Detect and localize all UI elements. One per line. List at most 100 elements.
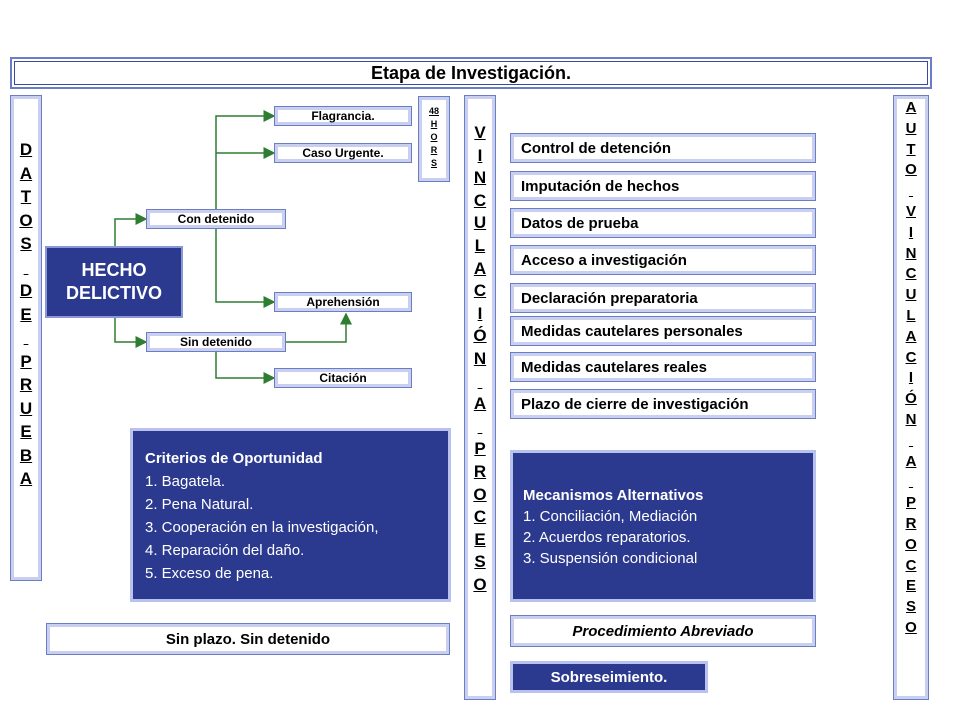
datos-de-prueba-letter: D (19, 281, 33, 300)
sin-detenido-box: Sin detenido (146, 332, 286, 352)
vinculacion-item-label: Acceso a investigación (521, 251, 687, 269)
datos-de-prueba-letter: A (19, 163, 33, 183)
vinculacion-item-label: Medidas cautelares reales (521, 358, 707, 376)
auto-vinculacion-letter: N (905, 410, 917, 428)
auto-vinculacion-letter: Ó (905, 390, 917, 408)
citacion-label: Citación (319, 371, 367, 385)
vinculacion-item: Datos de prueba (510, 208, 816, 238)
connector-citacion (215, 352, 276, 384)
horas-letter: H (430, 119, 438, 129)
list-item: 3. Cooperación en la investigación, (145, 519, 379, 536)
vinculacion-letter: A (473, 394, 487, 414)
auto-vinculacion-letter: C (905, 556, 917, 574)
hecho-delictivo-box: HECHO DELICTIVO (45, 246, 183, 318)
auto-vinculacion-letter: P (905, 494, 916, 512)
hecho-line-2: DELICTIVO (65, 283, 162, 303)
horas-letter: R (430, 145, 438, 155)
horas-letter: O (430, 132, 438, 142)
vinculacion-item: Control de detención (510, 133, 816, 163)
auto-vinculacion-letter (894, 431, 928, 452)
sobreseimiento-label: Sobreseimiento. (550, 668, 668, 686)
vinculacion-item: Medidas cautelares personales (510, 316, 816, 346)
datos-de-prueba-letter: B (19, 445, 33, 465)
auto-vinculacion-letter: S (905, 598, 916, 616)
citacion-box: Citación (274, 368, 412, 388)
auto-vinculacion-letter (894, 181, 928, 202)
list-item: 3. Suspensión condicional (523, 550, 698, 567)
horas-letter: S (430, 158, 437, 168)
vinculacion-letter: S (474, 552, 486, 572)
datos-de-prueba-letter: D (19, 140, 33, 159)
flagrancia-label: Flagrancia. (311, 109, 375, 123)
vinculacion-letter: I (477, 303, 483, 323)
sobreseimiento-box: Sobreseimiento. (510, 661, 708, 693)
auto-vinculacion-letter: I (908, 369, 914, 387)
auto-vinculacion-letter: U (905, 286, 917, 304)
vinculacion-item: Plazo de cierre de investigación (510, 389, 816, 419)
vinculacion-letter: V (474, 123, 486, 142)
sin-plazo-label: Sin plazo. Sin detenido (165, 630, 331, 648)
auto-vinculacion-letter: I (908, 223, 914, 241)
mecanismos-alternativos-box: Mecanismos Alternativos 1. Conciliación,… (510, 450, 816, 602)
list-item: 1. Bagatela. (145, 473, 226, 490)
vinculacion-item-label: Datos de prueba (521, 214, 639, 232)
auto-vinculacion-letter: A (905, 327, 917, 345)
connector-hecho-sin (114, 318, 148, 348)
connector-hecho-con (114, 213, 148, 246)
caso-urgente-box: Caso Urgente. (274, 143, 412, 163)
page-title: Etapa de Investigación. (10, 57, 932, 89)
list-item: 5. Exceso de pena. (145, 565, 274, 582)
aprehension-box: Aprehensión (274, 292, 412, 312)
vinculacion-item-label: Control de detención (521, 139, 671, 157)
horas-letter: 48 (428, 106, 439, 116)
vinculacion-item: Declaración preparatoria (510, 283, 816, 313)
vinculacion-letter: E (474, 529, 486, 549)
vinculacion-letter (465, 416, 495, 439)
vinculacion-item-label: Medidas cautelares personales (521, 322, 743, 340)
vinculacion-item-label: Imputación de hechos (521, 177, 680, 195)
auto-vinculacion-letter: R (905, 514, 917, 532)
vinculacion-letter: N (473, 168, 487, 188)
auto-vinculacion-letter: E (905, 577, 916, 595)
vinculacion-letter: N (473, 348, 487, 368)
vinculacion-letter: C (473, 281, 487, 301)
datos-de-prueba-letter: U (19, 398, 33, 418)
vinculacion-item-label: Plazo de cierre de investigación (521, 395, 749, 413)
con-detenido-box: Con detenido (146, 209, 286, 229)
sin-plazo-box: Sin plazo. Sin detenido (46, 623, 450, 655)
auto-vinculacion-letter: V (905, 202, 916, 220)
datos-de-prueba-letter: P (20, 351, 32, 371)
auto-vinculacion-letter: A (905, 99, 917, 116)
vinculacion-letter (465, 371, 495, 394)
page-title-text: Etapa de Investigación. (370, 62, 572, 83)
hecho-line-1: HECHO (81, 259, 147, 280)
connector-aprehension (215, 229, 276, 308)
criterios-list: 1. Bagatela.2. Pena Natural.3. Cooperaci… (145, 470, 436, 585)
auto-vinculacion-letter: U (905, 119, 917, 137)
auto-vinculacion-letter: O (905, 161, 917, 179)
vinculacion-letter: L (474, 235, 486, 255)
vinculacion-letter: R (473, 461, 487, 481)
connector-flagrancia (215, 110, 276, 209)
sin-detenido-label: Sin detenido (180, 335, 252, 349)
flagrancia-box: Flagrancia. (274, 106, 412, 126)
vinculacion-letter: O (473, 484, 487, 504)
vinculacion-item-label: Declaración preparatoria (521, 289, 698, 307)
vinculacion-letter: C (473, 507, 487, 527)
list-item: 4. Reparación del daño. (145, 542, 305, 559)
connector-sin-aprehension (286, 312, 352, 343)
procedimiento-abreviado-box: Procedimiento Abreviado (510, 615, 816, 647)
auto-vinculacion-letter: A (905, 452, 917, 470)
vinculacion-item: Imputación de hechos (510, 171, 816, 201)
auto-vinculacion-letter: L (906, 306, 916, 324)
auto-vinculacion-letter (894, 472, 928, 493)
vinculacion-letter: Ó (473, 326, 487, 346)
datos-de-prueba-letter: T (20, 187, 32, 206)
